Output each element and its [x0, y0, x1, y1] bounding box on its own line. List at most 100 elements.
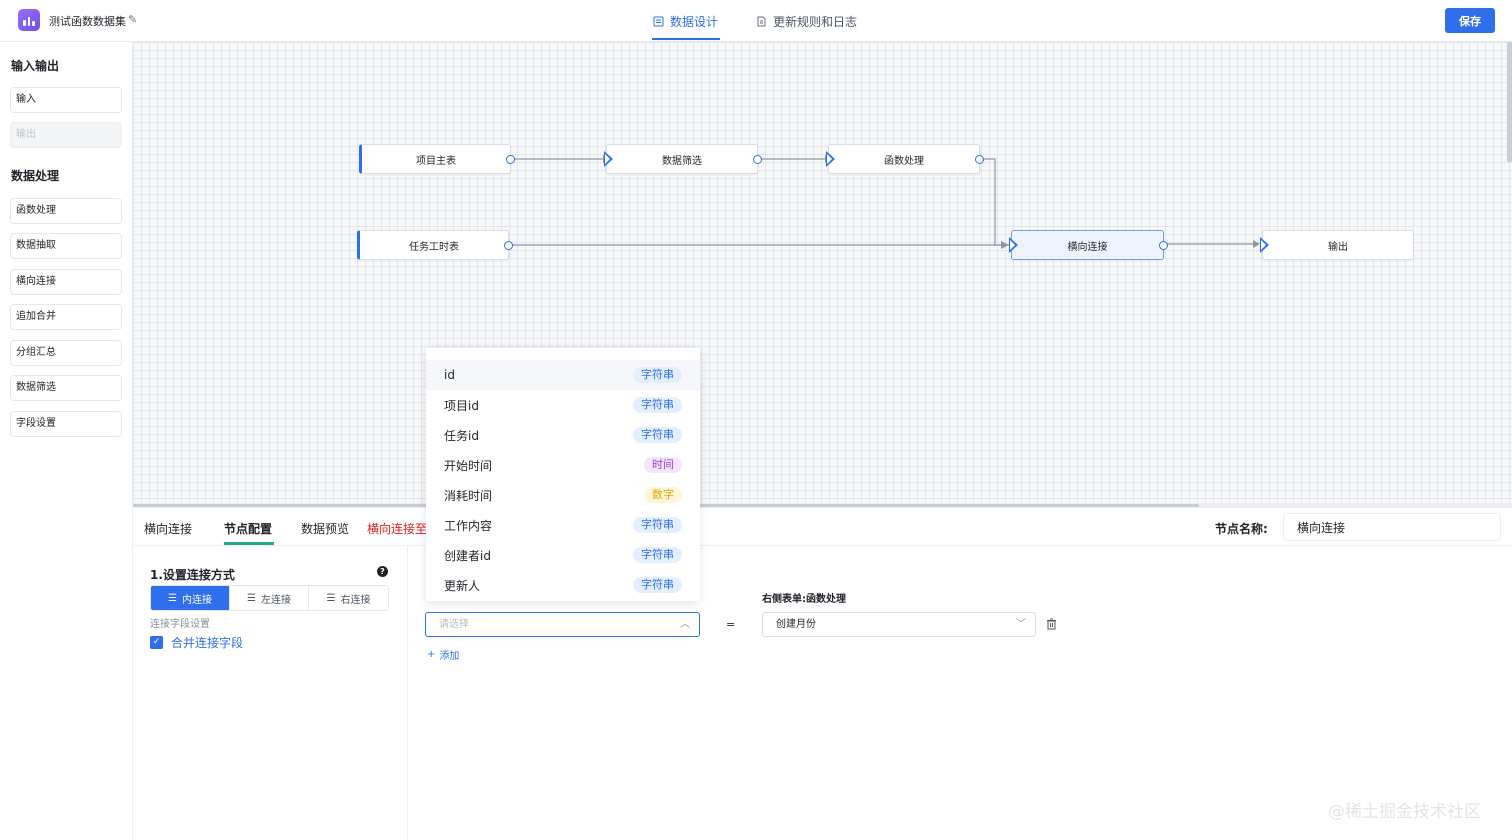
type-tag: 字符串	[633, 547, 682, 563]
type-tag: 字符串	[633, 367, 682, 383]
output-port[interactable]	[975, 155, 984, 164]
field-dropdown: id 字符串 项目id 字符串 任务id 字符串 开始时间 时间 消耗时间 数字…	[426, 348, 700, 601]
dropdown-option[interactable]: 更新人 字符串	[426, 570, 700, 600]
select-placeholder: 请选择	[439, 619, 469, 630]
option-name: 任务id	[444, 428, 479, 443]
option-name: 更新人	[444, 578, 481, 593]
type-tag: 字符串	[633, 427, 682, 443]
tab-data-design[interactable]: 数据设计	[653, 13, 718, 30]
inner-join-button[interactable]: ☰ 内连接	[151, 586, 230, 610]
node-label: 任务工时表	[409, 241, 459, 253]
node-label: 数据筛选	[662, 155, 702, 167]
sidebar-item-filter[interactable]: 数据筛选	[10, 375, 122, 401]
merge-fields-row[interactable]: ✓ 合并连接字段	[150, 634, 243, 651]
input-port-icon	[1260, 237, 1269, 253]
output-port[interactable]	[504, 241, 513, 250]
dropdown-option[interactable]: 项目id 字符串	[426, 390, 700, 420]
chevron-up-icon: ︿	[680, 619, 690, 630]
plus-icon: +	[427, 649, 436, 660]
node-label: 项目主表	[416, 155, 456, 167]
dropdown-option[interactable]: 创建者id 字符串	[426, 540, 700, 570]
tab-node-config[interactable]: 节点配置	[224, 522, 273, 536]
join-label: 内连接	[181, 594, 212, 606]
delete-icon[interactable]	[1046, 618, 1057, 630]
help-icon[interactable]: ?	[377, 566, 388, 577]
tab-node-title: 横向连接	[144, 522, 193, 536]
join-config-panel: 1.设置连接方式 ? ☰ 内连接 ☰ 左连接 ☰ 右连接 连接字段设置 ✓ 合并…	[133, 546, 408, 840]
flow-node-function[interactable]: 函数处理	[826, 144, 984, 174]
tab-join-warning[interactable]: 横向连接至	[367, 522, 428, 536]
tab-label: 数据设计	[670, 15, 719, 29]
merge-fields-checkbox[interactable]: ✓	[150, 636, 163, 649]
node-label: 函数处理	[884, 155, 924, 167]
type-tag: 时间	[644, 457, 682, 473]
sliders-icon: ☰	[247, 592, 256, 604]
dropdown-option[interactable]: 开始时间 时间	[426, 450, 700, 480]
bottom-panel-tabs: 横向连接 节点配置 数据预览 横向连接至 节点名称:	[133, 508, 1512, 546]
node-label: 输出	[1328, 241, 1348, 253]
sidebar-item-output: 输出	[10, 122, 122, 148]
node-label: 横向连接	[1067, 241, 1108, 253]
chevron-down-icon: ﹀	[1016, 619, 1026, 630]
dropdown-option[interactable]: 任务id 字符串	[426, 420, 700, 450]
sidebar-item-extract[interactable]: 数据抽取	[10, 233, 122, 259]
flow-edges	[512, 155, 1260, 249]
right-form-label: 右侧表单:函数处理	[762, 594, 846, 605]
join-label: 右连接	[340, 594, 371, 606]
active-tab-indicator	[652, 38, 720, 40]
sidebar-group-title: 数据处理	[11, 169, 60, 183]
output-port[interactable]	[1159, 241, 1168, 250]
sidebar-group-title: 输入输出	[11, 59, 60, 73]
dropdown-option[interactable]: 消耗时间 数字	[426, 480, 700, 510]
sidebar-item-append[interactable]: 追加合并	[10, 304, 122, 330]
option-name: 开始时间	[444, 458, 493, 473]
join-method-title: 1.设置连接方式	[150, 568, 235, 582]
sidebar-item-function[interactable]: 函数处理	[10, 198, 122, 224]
option-name: 消耗时间	[444, 488, 493, 503]
component-sidebar: 输入输出 输入 输出 数据处理 函数处理 数据抽取 横向连接 追加合并 分组汇总…	[0, 42, 133, 840]
merge-fields-label: 合并连接字段	[171, 636, 244, 650]
left-join-button[interactable]: ☰ 左连接	[230, 586, 309, 610]
canvas-vertical-scrollbar[interactable]	[1507, 42, 1512, 162]
top-header: 测试函数数据集 ✎ 数据设计 更新规则和日志 保存	[0, 0, 1512, 42]
input-port-icon	[1009, 237, 1018, 253]
add-label: 添加	[439, 651, 460, 662]
flow-node-join[interactable]: 横向连接	[1009, 230, 1168, 260]
add-condition-button[interactable]: + 添加	[427, 647, 459, 662]
flow-canvas[interactable]: 项目主表 数据筛选 函数处理 任务工时表 横向连接 输出	[133, 42, 1512, 508]
node-name-input[interactable]	[1283, 513, 1501, 541]
option-name: 工作内容	[444, 518, 493, 533]
dropdown-option[interactable]: id 字符串	[426, 360, 700, 390]
tab-data-preview[interactable]: 数据预览	[301, 522, 350, 536]
active-bottom-tab-indicator	[224, 542, 274, 545]
output-port[interactable]	[753, 155, 762, 164]
option-name: id	[444, 368, 455, 382]
flow-node-data-filter[interactable]: 数据筛选	[604, 144, 762, 174]
dropdown-option[interactable]: 工作内容 字符串	[426, 510, 700, 540]
join-label: 左连接	[260, 594, 291, 606]
sliders-icon: ☰	[326, 592, 336, 604]
flow-node-project-main[interactable]: 项目主表	[359, 144, 515, 174]
save-button[interactable]: 保存	[1445, 8, 1495, 33]
output-port[interactable]	[506, 155, 515, 164]
right-field-select[interactable]: 创建月份 ﹀	[762, 612, 1036, 637]
flow-node-task-hours[interactable]: 任务工时表	[357, 230, 513, 260]
flow-node-output[interactable]: 输出	[1260, 230, 1414, 260]
sidebar-item-group-summary[interactable]: 分组汇总	[10, 340, 122, 366]
input-port-icon	[826, 151, 835, 167]
join-type-segmented: ☰ 内连接 ☰ 左连接 ☰ 右连接	[150, 585, 389, 611]
equals-sign: =	[726, 618, 736, 631]
sidebar-item-input[interactable]: 输入	[10, 87, 122, 113]
app-logo-icon	[18, 9, 40, 31]
edit-title-icon[interactable]: ✎	[128, 13, 138, 26]
file-icon	[757, 16, 766, 27]
option-name: 项目id	[444, 398, 479, 413]
sidebar-item-field-settings[interactable]: 字段设置	[10, 411, 122, 437]
left-field-select[interactable]: 请选择 ︿	[425, 612, 700, 637]
right-join-button[interactable]: ☰ 右连接	[309, 586, 388, 610]
sliders-icon: ☰	[168, 592, 177, 604]
tab-update-rules-log[interactable]: 更新规则和日志	[756, 13, 857, 30]
select-value: 创建月份	[776, 619, 816, 630]
sidebar-item-join[interactable]: 横向连接	[10, 269, 122, 295]
node-name-label: 节点名称:	[1215, 522, 1268, 536]
